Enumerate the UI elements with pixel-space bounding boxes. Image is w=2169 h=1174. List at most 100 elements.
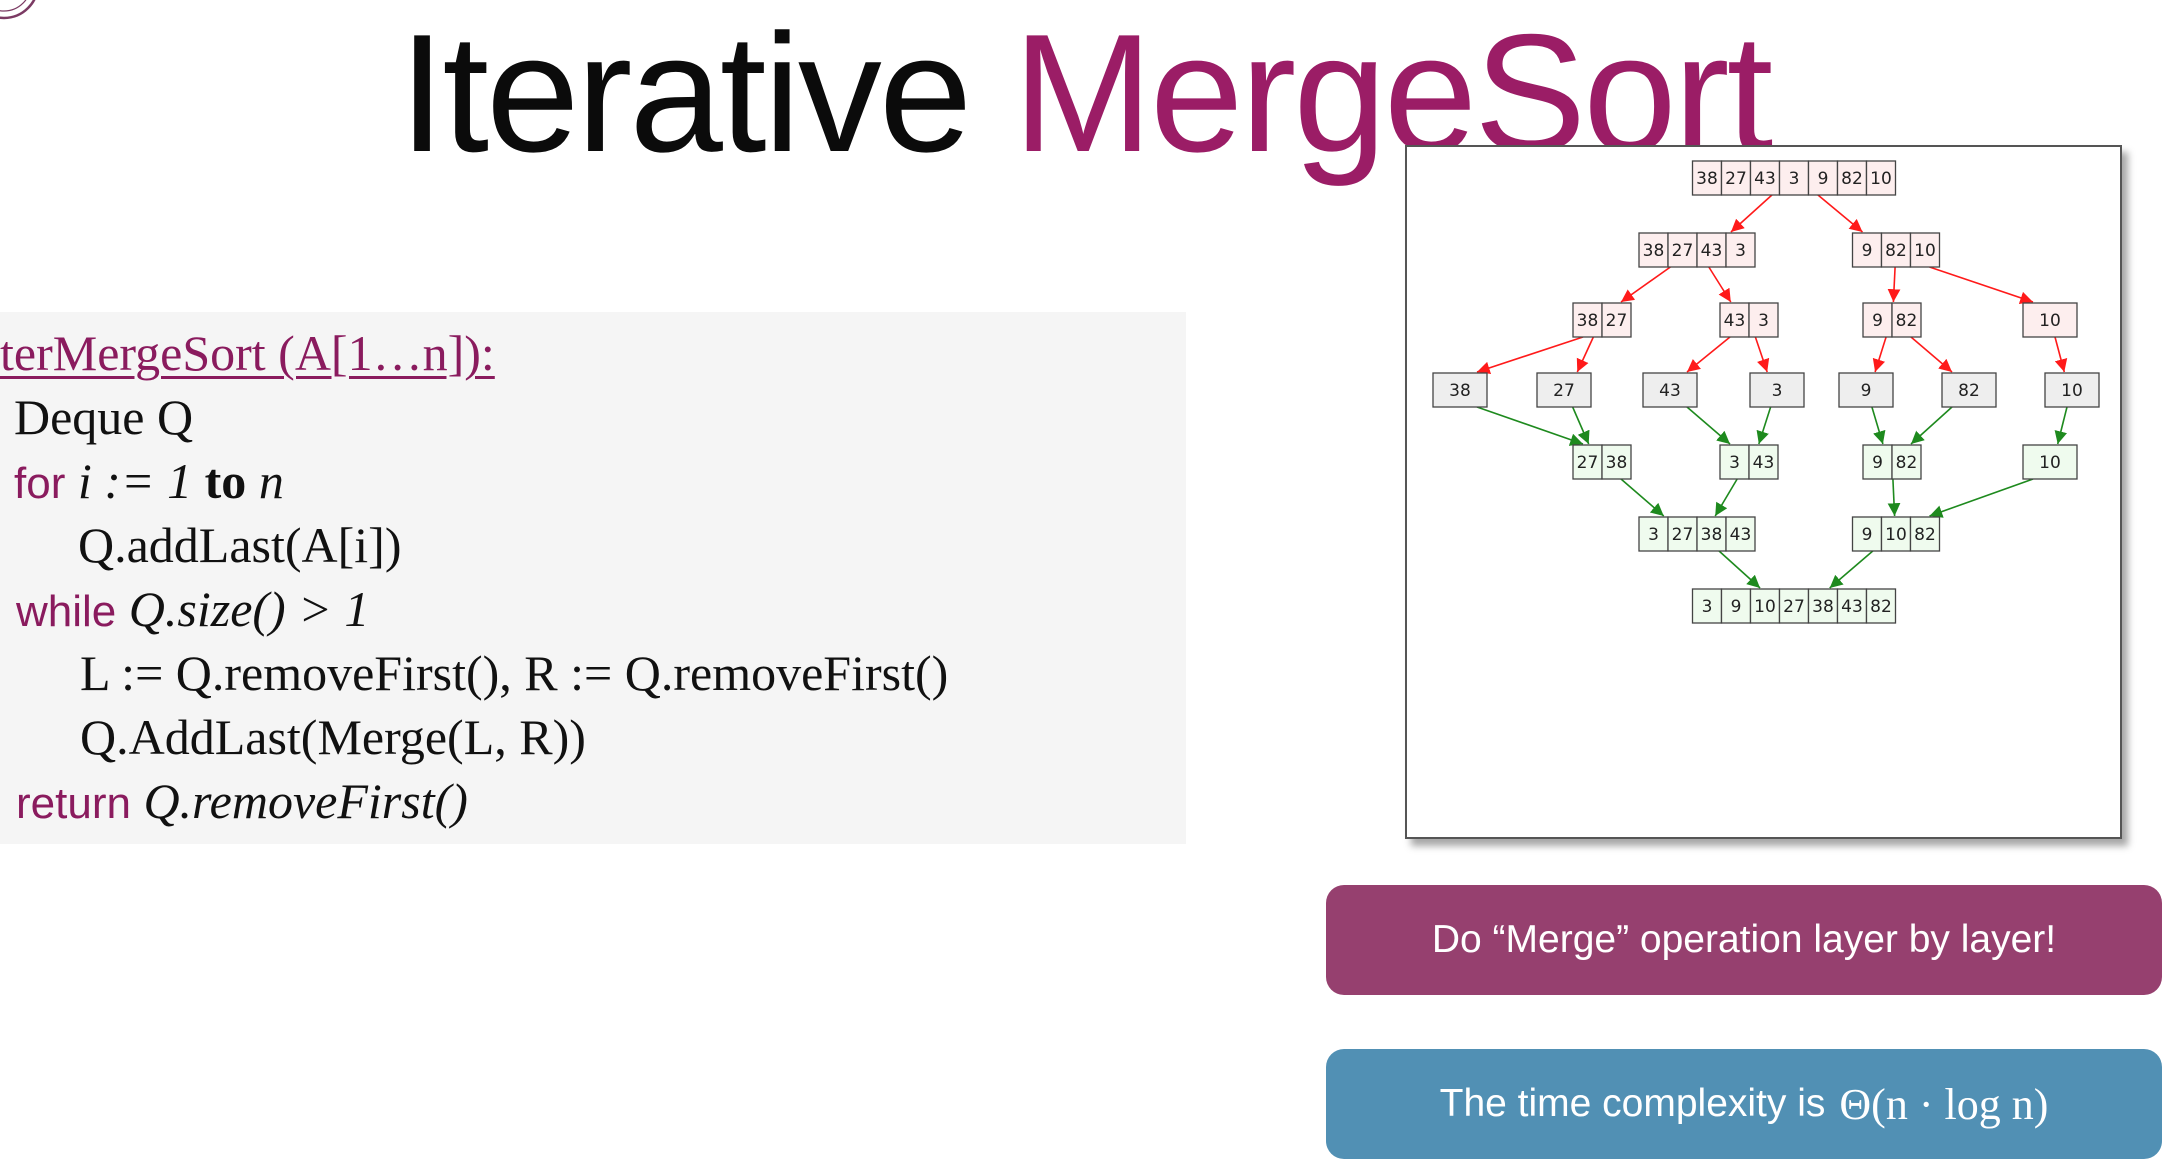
merge-arrow xyxy=(1871,406,1886,445)
merge-layer-text: Do “Merge” operation layer by layer! xyxy=(1431,918,2057,961)
array-cell xyxy=(2022,444,2078,480)
array-cell xyxy=(1638,516,1669,552)
merge-arrow xyxy=(1718,550,1761,589)
array-cell-value: 27 xyxy=(1672,241,1694,261)
array-cell-value: 9 xyxy=(1862,241,1873,261)
array-cell xyxy=(1638,232,1669,268)
array-cell xyxy=(1862,302,1893,338)
merge-arrow xyxy=(1829,550,1874,589)
array-cell-value: 43 xyxy=(1753,453,1775,473)
array-cell-value: 82 xyxy=(1914,525,1936,545)
array-cell-value: 27 xyxy=(1783,597,1805,617)
while-condition: Q.size() > 1 xyxy=(128,581,370,637)
array-cell xyxy=(1838,372,1894,408)
array-cell xyxy=(1720,588,1752,624)
array-cell xyxy=(1642,372,1698,408)
code-line-return: return Q.removeFirst() xyxy=(16,772,468,833)
array-cell-value: 10 xyxy=(2039,453,2061,473)
array-cell xyxy=(1865,588,1897,624)
array-cell xyxy=(1667,516,1698,552)
merge-arrow xyxy=(1571,406,1590,445)
array-cell-value: 3 xyxy=(1758,311,1769,331)
array-cell xyxy=(1749,588,1781,624)
split-arrow xyxy=(2054,336,2068,373)
array-cell-value: 82 xyxy=(1958,381,1980,401)
array-cell-value: 82 xyxy=(1885,241,1907,261)
return-expression: Q.removeFirst() xyxy=(143,773,468,829)
array-cell-value: 43 xyxy=(1730,525,1752,545)
array-cell-value: 82 xyxy=(1870,597,1892,617)
merge-arrow xyxy=(1714,478,1738,517)
array-cell-value: 27 xyxy=(1672,525,1694,545)
array-cell xyxy=(2044,372,2100,408)
array-cell-value: 27 xyxy=(1577,453,1599,473)
keyword-for: for xyxy=(14,459,66,508)
array-cell xyxy=(1778,160,1810,196)
merge-arrow xyxy=(1756,406,1772,445)
leaf-node: 38 xyxy=(1432,372,1488,408)
array-cell xyxy=(1836,160,1868,196)
leaf-node: 10 xyxy=(2044,372,2100,408)
array-cell xyxy=(1691,160,1723,196)
array-cell-value: 10 xyxy=(1885,525,1907,545)
array-cell-value: 38 xyxy=(1606,453,1628,473)
for-range-start: i := 1 xyxy=(77,453,205,509)
array-cell-value: 10 xyxy=(1754,597,1776,617)
code-line-while: while Q.size() > 1 xyxy=(16,580,369,641)
array-cell-value: 9 xyxy=(1872,311,1883,331)
split-array-node: 9 82 10 xyxy=(1851,232,1941,268)
code-line-addlast: Q.addLast(A[i]) xyxy=(78,517,402,573)
array-cell-value: 3 xyxy=(1702,597,1713,617)
array-cell-value: 38 xyxy=(1577,311,1599,331)
leaf-node: 9 xyxy=(1838,372,1894,408)
array-cell xyxy=(1865,160,1897,196)
array-cell-value: 82 xyxy=(1896,311,1918,331)
merged-array-node: 10 xyxy=(2022,444,2078,480)
merge-arrow xyxy=(1686,406,1731,445)
pseudocode-panel: terMergeSort (A[1…n]): Deque Q for i := … xyxy=(0,312,1186,844)
array-cell xyxy=(1725,232,1756,268)
array-cell-value: 38 xyxy=(1643,241,1665,261)
complexity-formula: Θ(n · log n) xyxy=(1839,1079,2049,1129)
split-arrow xyxy=(1910,336,1953,373)
code-line-for: for i := 1 to n xyxy=(14,452,284,513)
title-part-iterative: Iterative xyxy=(398,0,1013,187)
array-cell xyxy=(1836,588,1868,624)
array-cell xyxy=(1725,516,1756,552)
array-cell-value: 3 xyxy=(1729,453,1740,473)
split-arrow xyxy=(1730,194,1773,233)
split-arrow xyxy=(1620,266,1671,303)
array-cell xyxy=(1696,232,1727,268)
split-arrow xyxy=(1686,336,1731,373)
merge-arrow xyxy=(2054,406,2068,445)
array-cell xyxy=(1880,516,1912,552)
keyword-while: while xyxy=(16,587,117,636)
array-cell-value: 38 xyxy=(1696,169,1718,189)
array-cell xyxy=(1691,588,1723,624)
leaf-node: 3 xyxy=(1749,372,1805,408)
array-cell-value: 10 xyxy=(1870,169,1892,189)
array-cell-value: 3 xyxy=(1735,241,1746,261)
array-cell-value: 27 xyxy=(1606,311,1628,331)
complexity-text: The time complexity is xyxy=(1439,1082,1826,1125)
array-cell xyxy=(1719,444,1750,480)
merge-arrow xyxy=(1910,406,1953,445)
split-arrow xyxy=(1708,266,1732,303)
for-range-end: n xyxy=(246,453,284,509)
university-seal-logo xyxy=(0,0,36,20)
array-cell xyxy=(1696,516,1727,552)
array-cell-value: 9 xyxy=(1818,169,1829,189)
array-cell-value: 38 xyxy=(1701,525,1723,545)
array-cell-value: 10 xyxy=(1914,241,1936,261)
code-line-removefirst: L := Q.removeFirst(), R := Q.removeFirst… xyxy=(80,645,949,701)
array-cell xyxy=(1748,302,1779,338)
split-arrow xyxy=(1754,336,1770,373)
merge-arrow xyxy=(1476,406,1584,446)
array-cell xyxy=(1891,302,1922,338)
array-cell xyxy=(2022,302,2078,338)
